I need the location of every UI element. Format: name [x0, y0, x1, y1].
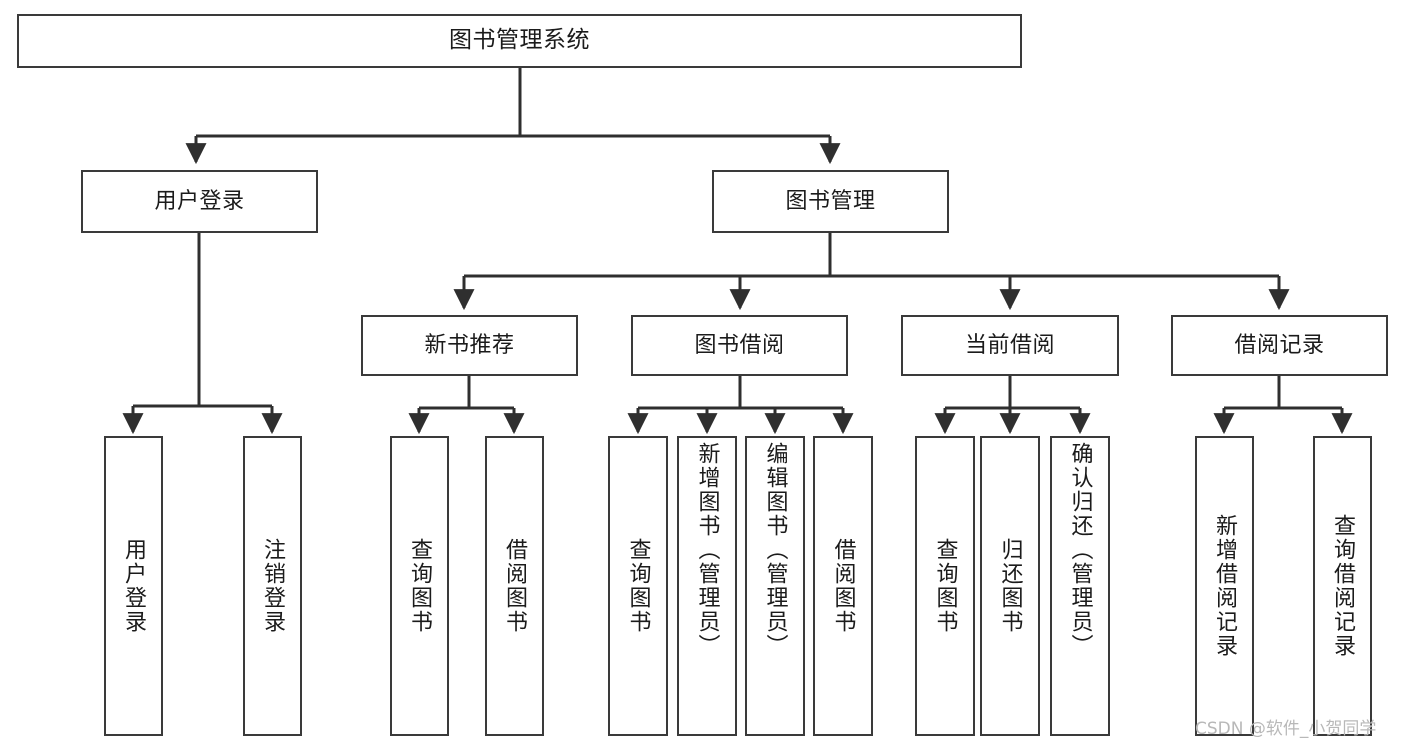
node-label: 图书管理 — [785, 188, 876, 214]
leaf-user-login-login[interactable]: 用户登录 — [104, 436, 163, 736]
leaf-current-borrow-return-book[interactable]: 归还图书 — [980, 436, 1040, 736]
node-label: 当前借阅 — [964, 332, 1055, 358]
node-label: 查询图书 — [625, 538, 651, 634]
node-root-book-management-system[interactable]: 图书管理系统 — [17, 14, 1022, 68]
leaf-new-book-query-book[interactable]: 查询图书 — [390, 436, 449, 736]
leaf-book-borrow-add-book-admin[interactable]: 新增图书（管理员） — [677, 436, 737, 736]
leaf-user-login-logout[interactable]: 注销登录 — [243, 436, 302, 736]
node-label: 图书管理系统 — [449, 27, 590, 54]
node-book-management[interactable]: 图书管理 — [712, 170, 949, 233]
leaf-book-borrow-edit-book-admin[interactable]: 编辑图书（管理员） — [745, 436, 805, 736]
node-label: 查询图书 — [407, 538, 433, 634]
leaf-current-borrow-query-book[interactable]: 查询图书 — [915, 436, 975, 736]
node-label: 查询借阅记录 — [1330, 514, 1356, 658]
node-borrow-records[interactable]: 借阅记录 — [1171, 315, 1388, 376]
csdn-watermark: CSDN @软件_小贺同学 — [1195, 719, 1377, 739]
node-label: 归还图书 — [997, 538, 1023, 634]
node-new-book-recommend[interactable]: 新书推荐 — [361, 315, 578, 376]
leaf-book-borrow-query-book[interactable]: 查询图书 — [608, 436, 668, 736]
node-book-borrow[interactable]: 图书借阅 — [631, 315, 848, 376]
leaf-borrow-records-query-record[interactable]: 查询借阅记录 — [1313, 436, 1372, 736]
leaf-borrow-records-add-record[interactable]: 新增借阅记录 — [1195, 436, 1254, 736]
node-label: 确认归还（管理员） — [1067, 442, 1093, 658]
node-label: 编辑图书（管理员） — [762, 442, 788, 658]
node-label: 新书推荐 — [424, 332, 515, 358]
node-label: 图书借阅 — [694, 332, 785, 358]
node-label: 新增借阅记录 — [1212, 514, 1238, 658]
node-label: 注销登录 — [260, 538, 286, 634]
leaf-new-book-borrow-book[interactable]: 借阅图书 — [485, 436, 544, 736]
node-label: 借阅图书 — [830, 538, 856, 634]
node-label: 借阅记录 — [1234, 332, 1325, 358]
node-label: 用户登录 — [154, 188, 245, 214]
node-label: 新增图书（管理员） — [694, 442, 720, 658]
leaf-book-borrow-borrow-book[interactable]: 借阅图书 — [813, 436, 873, 736]
node-label: 查询图书 — [932, 538, 958, 634]
node-user-login[interactable]: 用户登录 — [81, 170, 318, 233]
node-label: 借阅图书 — [502, 538, 528, 634]
node-current-borrow[interactable]: 当前借阅 — [901, 315, 1119, 376]
leaf-current-borrow-confirm-return-admin[interactable]: 确认归还（管理员） — [1050, 436, 1110, 736]
node-label: 用户登录 — [121, 538, 147, 634]
